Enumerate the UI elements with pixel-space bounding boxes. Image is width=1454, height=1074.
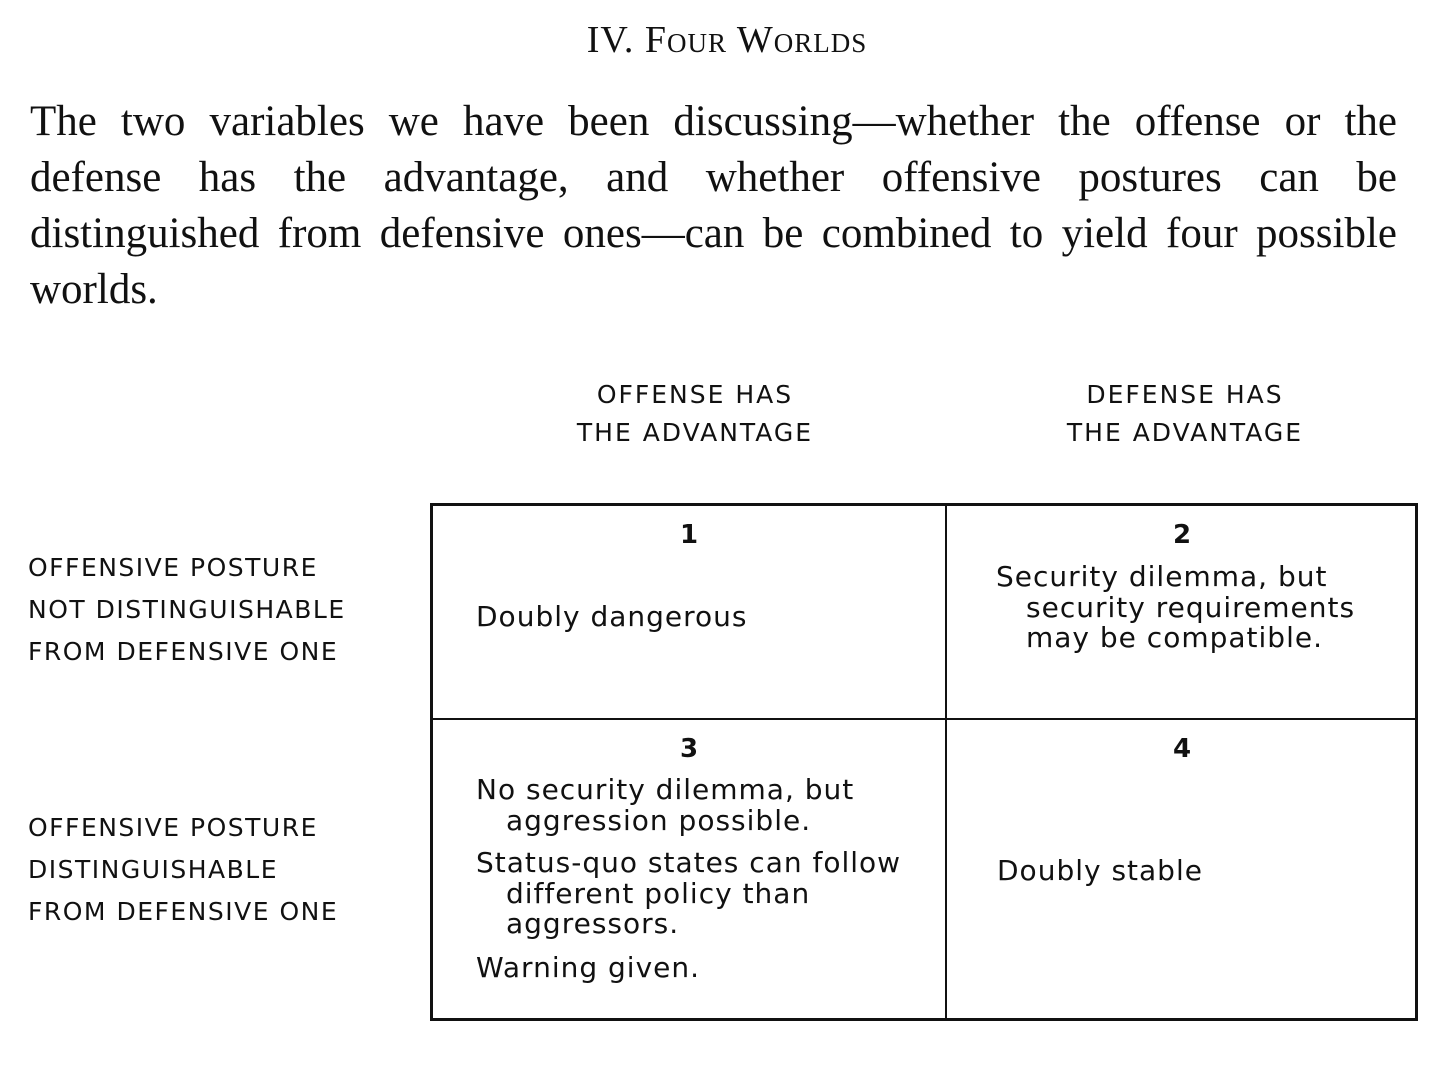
header-line: OFFENSIVE POSTURE	[28, 553, 318, 582]
cell-3-text: No security dilemma, but aggression poss…	[476, 773, 901, 984]
column-header-defense: DEFENSE HAS THE ADVANTAGE	[1020, 376, 1350, 452]
grid-divider-vertical	[945, 506, 947, 1018]
header-line: NOT DISTINGUISHABLE	[28, 595, 346, 624]
row-header-not-distinguishable: OFFENSIVE POSTURE NOT DISTINGUISHABLE FR…	[28, 547, 346, 673]
row-header-distinguishable: OFFENSIVE POSTURE DISTINGUISHABLE FROM D…	[28, 807, 338, 933]
cell-number-1: 1	[679, 520, 699, 550]
body-paragraph: The two variables we have been discussin…	[30, 98, 1397, 313]
section-title: IV. Four Worlds	[586, 19, 868, 61]
header-line: FROM DEFENSIVE ONE	[28, 637, 339, 666]
cell-line: Doubly dangerous	[476, 600, 748, 633]
header-line: THE ADVANTAGE	[576, 418, 814, 447]
cell-line: Security dilemma, but	[996, 560, 1328, 593]
cell-1-text: Doubly dangerous	[476, 600, 748, 633]
header-line: FROM DEFENSIVE ONE	[28, 897, 339, 926]
grid-divider-horizontal	[433, 718, 1415, 720]
header-line: DEFENSE HAS	[1086, 380, 1284, 409]
four-worlds-grid: 1 Doubly dangerous 2 Security dilemma, b…	[430, 503, 1418, 1021]
cell-line: No security dilemma, but	[476, 773, 855, 806]
cell-line: Status-quo states can follow	[476, 846, 902, 879]
cell-4-text: Doubly stable	[997, 854, 1203, 887]
header-line: OFFENSIVE POSTURE	[28, 813, 318, 842]
cell-line: security requirements	[1026, 591, 1356, 624]
cell-number-4: 4	[1172, 734, 1192, 764]
header-line: OFFENSE HAS	[596, 380, 794, 409]
cell-line: Doubly stable	[997, 854, 1203, 887]
cell-line: aggressors.	[506, 907, 680, 940]
column-header-offense: OFFENSE HAS THE ADVANTAGE	[530, 376, 860, 452]
cell-line: may be compatible.	[1026, 621, 1323, 654]
cell-number-3: 3	[679, 734, 699, 764]
cell-line: aggression possible.	[506, 804, 812, 837]
cell-2-text: Security dilemma, but security requireme…	[996, 560, 1355, 653]
cell-number-2: 2	[1172, 520, 1192, 550]
header-line: DISTINGUISHABLE	[28, 855, 279, 884]
header-line: THE ADVANTAGE	[1066, 418, 1304, 447]
cell-line: different policy than	[506, 877, 811, 910]
cell-line: Warning given.	[476, 951, 701, 984]
